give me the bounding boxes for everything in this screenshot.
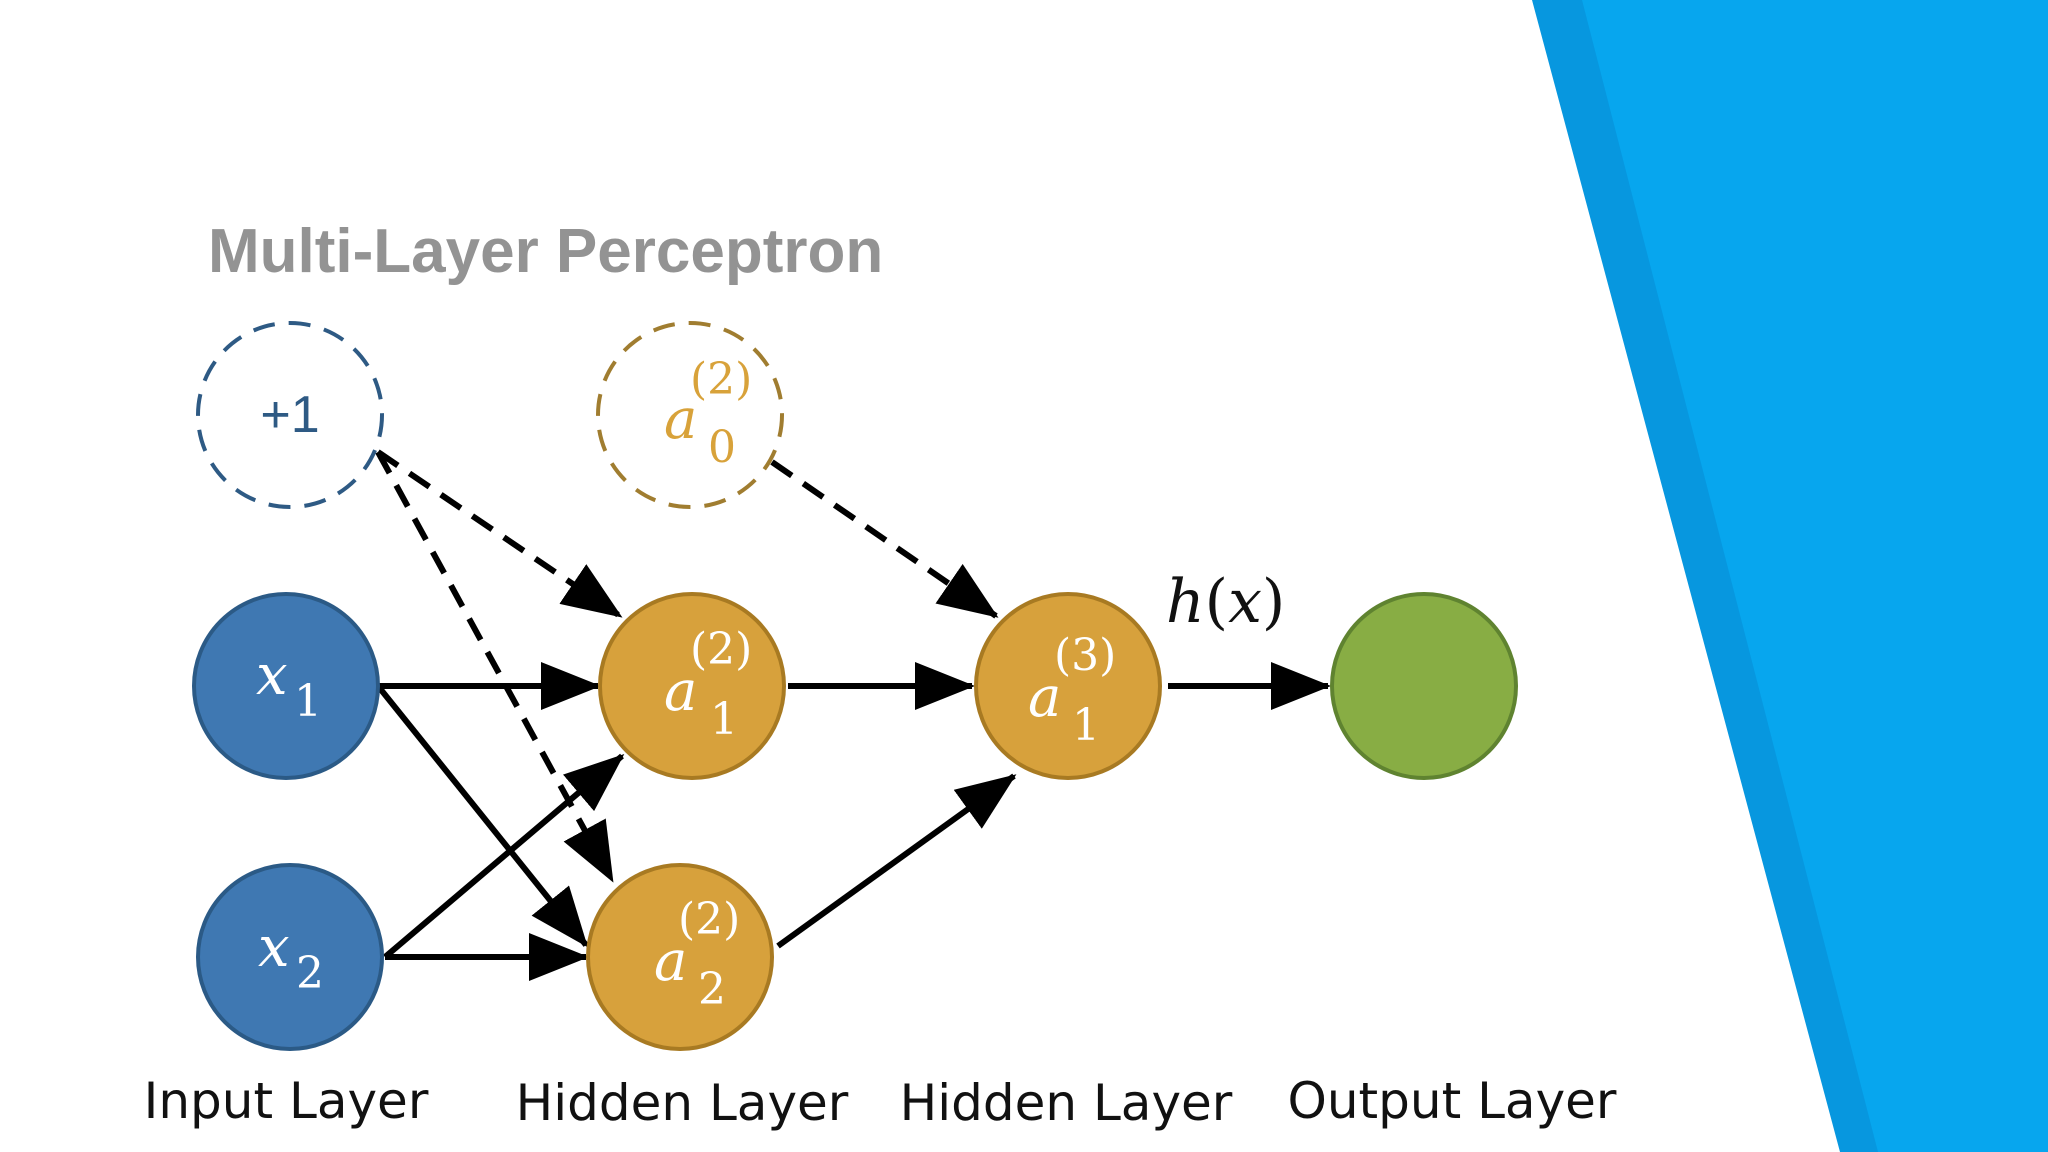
input-node-1: x 1 [192,592,380,780]
edge-label-func: h [1166,567,1205,637]
input-1-symbol: x [256,643,288,708]
bias-hidden-sup: (2) [690,354,752,405]
caption-input-layer: Input Layer [144,1072,429,1130]
hidden-2-sup: (2) [678,894,740,945]
edge-label-hx: h(x) [1166,567,1285,637]
input-node-1-label: x 1 [256,643,322,727]
edge-label-open: ( [1205,567,1228,637]
output-node [1330,592,1518,780]
bias-hidden-label: a (2) 0 [664,354,756,473]
hidden2-1-symbol: a [1028,665,1061,730]
banner-band-front [1582,0,2048,1152]
bias-hidden-node: a (2) 0 [596,321,784,509]
bias-input-label: +1 [260,386,319,444]
hidden-1-sup: (2) [690,624,752,675]
hidden-1-sub: 1 [710,694,738,745]
input-1-sub: 1 [294,676,322,727]
edges-dashed [375,449,999,883]
edge-x2-a12 [383,753,625,960]
hidden-node-1-label: a (2) 1 [664,624,756,745]
bias-input-node: +1 [196,321,384,509]
edges-solid [375,662,1331,981]
edge-label-var: x [1228,567,1262,637]
input-2-symbol: x [258,915,290,980]
edge-x1-a22 [375,684,589,948]
hidden-node-2: a (2) 2 [586,863,774,1051]
input-node-2-label: x 2 [258,915,324,999]
caption-hidden-layer-1: Hidden Layer [516,1074,849,1132]
hidden-1-symbol: a [664,659,697,724]
edge-label-close: ) [1262,567,1285,637]
hidden2-1-sup: (3) [1054,630,1116,681]
caption-output-layer: Output Layer [1288,1072,1617,1130]
bias-hidden-symbol: a [664,387,697,452]
hidden-2-symbol: a [654,929,687,994]
hidden2-1-sub: 1 [1072,700,1100,751]
caption-hidden-layer-2: Hidden Layer [900,1074,1233,1132]
bias-hidden-sub: 0 [708,422,736,473]
input-node-2: x 2 [196,863,384,1051]
hidden-node-1: a (2) 1 [598,592,786,780]
hidden-2-sub: 2 [698,964,726,1015]
edge-bias-a22 [375,450,615,883]
hidden2-node-1-label: a (3) 1 [1028,630,1120,751]
hidden-node-2-label: a (2) 2 [654,894,744,1015]
input-2-sub: 2 [296,948,324,999]
edge-a22-a13 [776,773,1017,949]
page-title: Multi-Layer Perceptron [208,217,883,286]
edge-bias-a12 [376,449,623,619]
edge-bias2-a13 [770,459,999,619]
hidden2-node-1: a (3) 1 [974,592,1162,780]
